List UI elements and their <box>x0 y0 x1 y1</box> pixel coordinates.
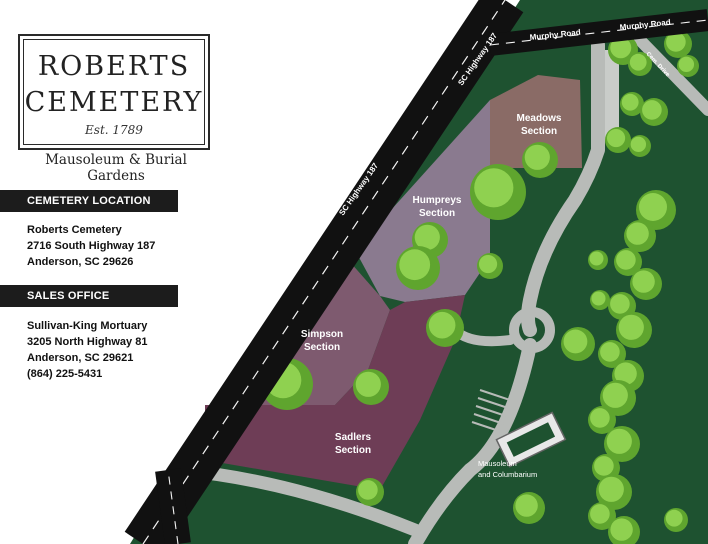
sales-line: Anderson, SC 29621 <box>27 352 134 364</box>
tree-highlight <box>626 222 649 245</box>
tree-highlight <box>478 254 498 274</box>
tree-highlight <box>589 251 604 266</box>
tree-highlight <box>590 504 610 524</box>
tree-highlight <box>678 56 695 73</box>
mausoleum-building <box>495 411 567 468</box>
tree-highlight <box>602 382 628 408</box>
roundabout <box>509 307 555 353</box>
tree-highlight <box>632 270 655 293</box>
mausoleum-label-2: and Columbarium <box>478 470 537 479</box>
tree-highlight <box>616 250 636 270</box>
tree-highlight <box>665 509 683 527</box>
tree-highlight <box>399 249 431 281</box>
tree-highlight <box>563 329 588 354</box>
sadlers-label-2: Section <box>335 445 371 456</box>
meadows-section <box>490 75 582 168</box>
location-line: Anderson, SC 29626 <box>27 256 134 268</box>
humpreys-label-1: Humpreys <box>413 195 462 206</box>
tree-highlight <box>642 100 662 120</box>
tree-highlight <box>474 168 514 208</box>
tree-highlight <box>524 144 550 170</box>
tree-highlight <box>610 37 632 59</box>
cemetery-logo: ROBERTS CEMETERY Est. 1789 <box>18 34 210 150</box>
logo-established: Est. 1789 <box>85 123 143 137</box>
tree-highlight <box>621 93 639 111</box>
humpreys-section <box>355 100 490 302</box>
sales-line: 3205 North Highway 81 <box>27 336 148 348</box>
tree-highlight <box>629 53 647 71</box>
humpreys-label-2: Section <box>419 208 455 219</box>
sales-address: Sullivan-King Mortuary 3205 North Highwa… <box>27 318 147 382</box>
meadows-label-2: Section <box>521 126 557 137</box>
highway <box>124 0 708 544</box>
tree-highlight <box>355 371 381 397</box>
simpson-label-1: Simpson <box>301 329 343 340</box>
location-line: Roberts Cemetery <box>27 224 122 236</box>
tree-highlight <box>591 291 606 306</box>
tree-highlight <box>598 476 624 502</box>
parking-strip <box>605 50 619 140</box>
tagline: Mausoleum & Burial Gardens <box>45 152 187 184</box>
meadows-label-1: Meadows <box>516 113 561 124</box>
tree-highlight <box>600 342 620 362</box>
tree-highlight <box>614 362 637 385</box>
sales-phone: (864) 225-5431 <box>27 368 103 380</box>
sadlers-section <box>205 295 465 490</box>
tree-highlight <box>515 494 538 517</box>
tree-highlight <box>606 128 626 148</box>
tree-highlight <box>630 136 647 153</box>
tree-highlight <box>666 32 686 52</box>
tree-highlight <box>610 518 633 541</box>
logo-name-line2: CEMETERY <box>24 87 204 118</box>
location-heading: CEMETERY LOCATION <box>0 190 178 212</box>
tree-highlight <box>590 408 610 428</box>
location-address: Roberts Cemetery 2716 South Highway 187 … <box>27 222 155 270</box>
parking-steps <box>471 389 511 433</box>
sadlers-label-1: Sadlers <box>335 432 372 443</box>
tree-highlight <box>358 480 378 500</box>
sales-heading: SALES OFFICE <box>0 285 178 307</box>
tree-highlight <box>610 294 630 314</box>
mausoleum-label-1: Mausoleum <box>478 459 517 468</box>
tree-highlight <box>414 224 440 250</box>
tree-highlight <box>618 314 644 340</box>
tree-highlight <box>639 193 667 221</box>
location-line: 2716 South Highway 187 <box>27 240 156 252</box>
info-panel: ROBERTS CEMETERY Est. 1789 Mausoleum & B… <box>0 0 230 544</box>
simpson-label-2: Section <box>304 342 340 353</box>
logo-name-line1: ROBERTS <box>37 51 191 82</box>
tree-highlight <box>594 456 614 476</box>
tree-highlight <box>606 428 632 454</box>
sales-line: Sullivan-King Mortuary <box>27 320 148 332</box>
tree-highlight <box>428 311 456 339</box>
